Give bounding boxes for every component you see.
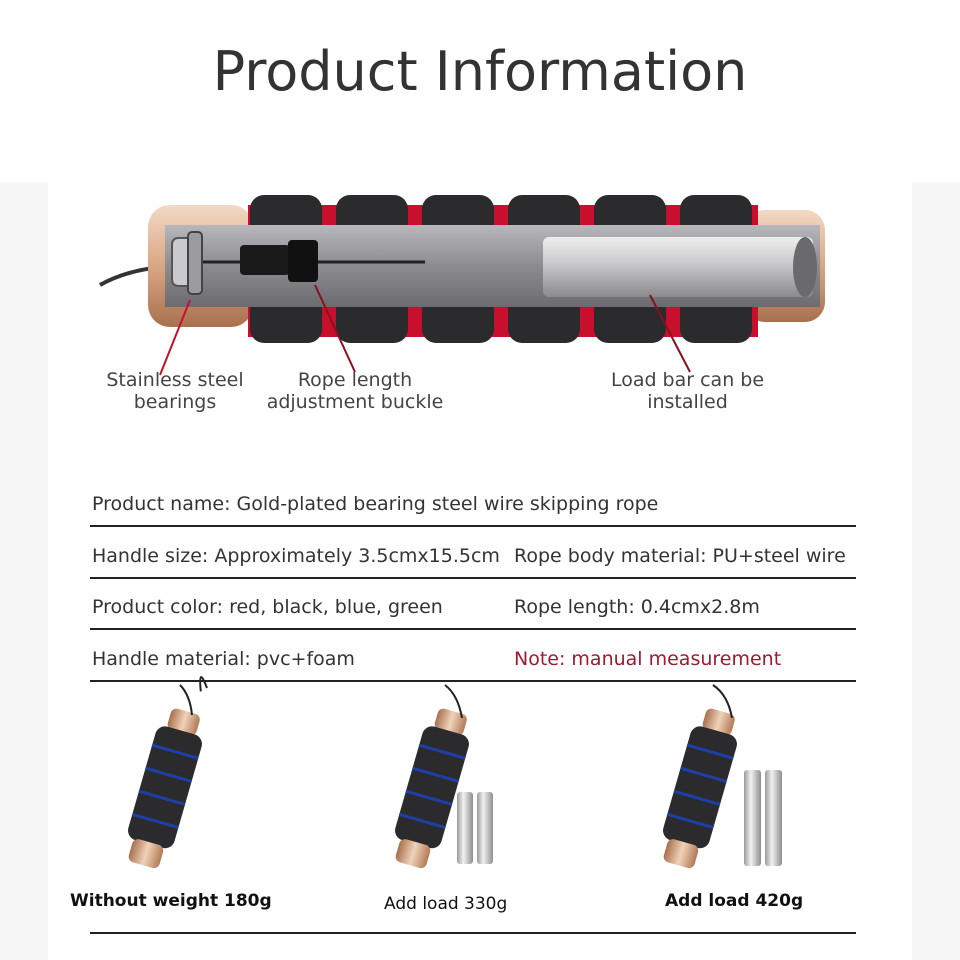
handle-add-load-330	[395, 708, 469, 869]
page-title: Product Information	[212, 40, 748, 103]
caption-add-load-420: Add load 420g	[665, 891, 804, 911]
spec-rope-length: Rope length: 0.4cmx2.8m	[514, 596, 760, 618]
header-band	[0, 0, 960, 182]
spec-row-color: Product color: red, black, blue, green R…	[90, 578, 856, 630]
handle-without-weight	[128, 676, 208, 869]
pointer-load-bar	[649, 294, 691, 373]
caption-add-load-330: Add load 330g	[384, 894, 508, 914]
caption-without-weight: Without weight 180g	[70, 891, 272, 911]
spec-product-name: Product name: Gold-plated bearing steel …	[92, 493, 659, 515]
spec-row-size: Handle size: Approximately 3.5cmx15.5cm …	[90, 527, 856, 579]
load-bar-part	[543, 237, 813, 297]
spec-handle-size: Handle size: Approximately 3.5cmx15.5cm	[92, 545, 500, 567]
spec-row-product-name: Product name: Gold-plated bearing steel …	[90, 475, 856, 527]
buckle-part	[240, 245, 290, 275]
pointer-buckle	[314, 284, 356, 373]
bottom-divider	[90, 932, 856, 934]
spec-color: Product color: red, black, blue, green	[92, 596, 443, 618]
load-bars-330	[457, 792, 493, 864]
load-bars-420	[744, 770, 782, 866]
spec-rope-material: Rope body material: PU+steel wire	[514, 545, 846, 567]
handle-add-load-420	[663, 708, 737, 869]
pointer-bearings	[159, 299, 191, 376]
spec-note: Note: manual measurement	[514, 648, 782, 670]
spec-handle-material: Handle material: pvc+foam	[92, 648, 355, 670]
spec-row-material: Handle material: pvc+foam Note: manual m…	[90, 630, 856, 682]
